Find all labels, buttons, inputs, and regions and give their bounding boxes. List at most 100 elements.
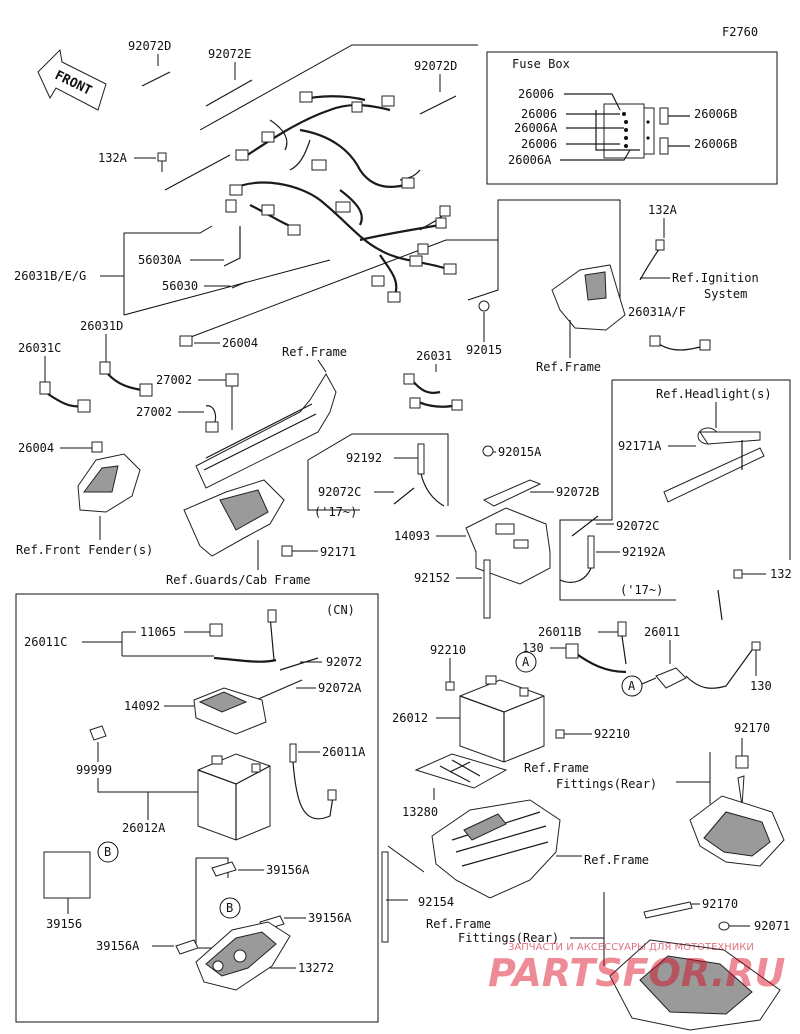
fuse-label-3: 26006A — [514, 121, 558, 135]
fuse-label-5: 26006A — [508, 153, 552, 167]
label-39156: 39156 — [46, 917, 82, 931]
label-26004-left: 26004 — [18, 441, 54, 455]
watermark-tagline: ЗАПЧАСТИ И АКСЕССУАРЫ ДЛЯ МОТОТЕХНИКИ — [508, 942, 754, 953]
label-92072E: 92072E — [208, 47, 251, 61]
label-26012: 26012 — [392, 711, 428, 725]
fuse-label-4: 26006 — [521, 137, 557, 151]
mark-A-lower: A — [628, 679, 636, 693]
label-92072D-right: 92072D — [414, 59, 457, 73]
label-ref-frame-top: Ref.Frame — [536, 360, 601, 374]
battery-tray-cn — [195, 921, 291, 991]
label-92154: 92154 — [418, 895, 454, 909]
label-92171A: 92171A — [618, 439, 662, 453]
fuse-box-panel: Fuse Box 26006 26006 26006A 26006 26006A… — [486, 51, 778, 185]
label-39156A-right: 39156A — [308, 911, 352, 925]
cn-variant-panel: (CN) 26011C 11065 92072 92072A 14092 260… — [15, 593, 379, 1023]
label-39156A-top: 39156A — [266, 863, 310, 877]
label-99999: 99999 — [76, 763, 112, 777]
label-11065: 11065 — [140, 625, 176, 639]
label-39156A-left: 39156A — [96, 939, 140, 953]
fuse-label-2: 26006 — [521, 107, 557, 121]
frame-ignition-ref — [551, 239, 665, 331]
rear-fittings-upper — [689, 795, 785, 867]
label-130-lower: 130 — [750, 679, 772, 693]
label-92170-lower: 92170 — [702, 897, 738, 911]
label-13280: 13280 — [402, 805, 438, 819]
label-ref-frame-fittings-lower-2: Fittings(Rear) — [458, 931, 559, 945]
label-92192A: 92192A — [622, 545, 666, 559]
label-92210-upper: 92210 — [430, 643, 466, 657]
label-ref-ignition-line2: System — [704, 287, 747, 301]
sub-harness-group: 26031D 26031C Ref.Frame 26031 27002 2700… — [16, 319, 463, 587]
fuse-label-1: 26006 — [518, 87, 554, 101]
label-26011: 26011 — [644, 625, 680, 639]
label-26031: 26031 — [416, 349, 452, 363]
battery-cover-cn — [193, 687, 267, 735]
label-92072B: 92072B — [556, 485, 599, 499]
label-92072A-cn: 92072A — [318, 681, 362, 695]
front-arrow-icon: FRONT — [37, 48, 107, 111]
label-92015: 92015 — [466, 343, 502, 357]
label-92171: 92171 — [320, 545, 356, 559]
battery-case — [465, 507, 551, 585]
watermark: ЗАПЧАСТИ И АКСЕССУАРЫ ДЛЯ МОТОТЕХНИКИ PA… — [488, 942, 786, 995]
label-ref-frame-fittings-upper-2: Fittings(Rear) — [556, 777, 657, 791]
battery-main — [459, 675, 545, 763]
label-132A-left: 132A — [98, 151, 128, 165]
front-frame-rail — [195, 373, 337, 489]
label-92015A: 92015A — [498, 445, 542, 459]
fuse-label-b1: 26006B — [694, 107, 737, 121]
label-92170-upper: 92170 — [734, 721, 770, 735]
label-ref-front-fender: Ref.Front Fender(s) — [16, 543, 153, 557]
label-130-upper: 130 — [522, 641, 544, 655]
fuse-label-b2: 26006B — [694, 137, 737, 151]
label-26011A: 26011A — [322, 745, 366, 759]
mark-A-upper: A — [522, 655, 530, 669]
label-26011B: 26011B — [538, 625, 581, 639]
label-92072C-left: 92072C — [318, 485, 361, 499]
label-14092: 14092 — [124, 699, 160, 713]
label-26004-top: 26004 — [222, 336, 258, 350]
label-26011C: 26011C — [24, 635, 67, 649]
label-132A-right: 132A — [648, 203, 678, 217]
label-56030A: 56030A — [138, 253, 182, 267]
label-27002-lower: 27002 — [136, 405, 172, 419]
label-cn: (CN) — [326, 603, 355, 617]
label-ref-frame-fittings-upper-1: Ref.Frame — [524, 761, 589, 775]
label-92072-cn: 92072 — [326, 655, 362, 669]
label-14093: 14093 — [394, 529, 430, 543]
label-92071: 92071 — [754, 919, 790, 933]
rear-frame-main — [431, 799, 561, 899]
label-13272: 13272 — [298, 961, 334, 975]
label-92192: 92192 — [346, 451, 382, 465]
label-yr17-left: ('17~) — [314, 505, 357, 519]
mark-B-center: B — [226, 901, 233, 915]
label-132: 132 — [770, 567, 792, 581]
front-fender-part — [77, 453, 141, 513]
label-26031B-E-G: 26031B/E/G — [14, 269, 86, 283]
label-92072C-right: 92072C — [616, 519, 659, 533]
label-56030: 56030 — [162, 279, 198, 293]
label-26012A: 26012A — [122, 821, 166, 835]
main-harness-group: 92072D 92072E 92072D 132A 26031B/E/G — [14, 39, 759, 374]
label-ref-guards-cab: Ref.Guards/Cab Frame — [166, 573, 311, 587]
label-ref-frame-mid: Ref.Frame — [282, 345, 347, 359]
label-92210-lower: 92210 — [594, 727, 630, 741]
fuse-box-title: Fuse Box — [512, 57, 570, 71]
label-26031C: 26031C — [18, 341, 61, 355]
battery-mount-group: 26011B 130 26011 130 A A 92210 26012 — [381, 621, 790, 1031]
battery-tray-main — [414, 753, 508, 789]
mark-B-left: B — [104, 845, 111, 859]
label-26031D: 26031D — [80, 319, 123, 333]
watermark-site: PARTSFOR.RU — [488, 951, 786, 995]
label-ref-frame-lower: Ref.Frame — [584, 853, 649, 867]
guards-cab-frame — [183, 479, 285, 557]
label-26031A-F: 26031A/F — [628, 305, 686, 319]
label-yr17-right: ('17~) — [620, 583, 663, 597]
label-92072D-left: 92072D — [128, 39, 171, 53]
headlight-group: Ref.Headlight(s) 92171A 92072C 92192A ('… — [559, 379, 792, 621]
battery-cn — [197, 753, 271, 841]
label-27002-upper: 27002 — [156, 373, 192, 387]
rear-fittings-lower — [609, 939, 781, 1031]
